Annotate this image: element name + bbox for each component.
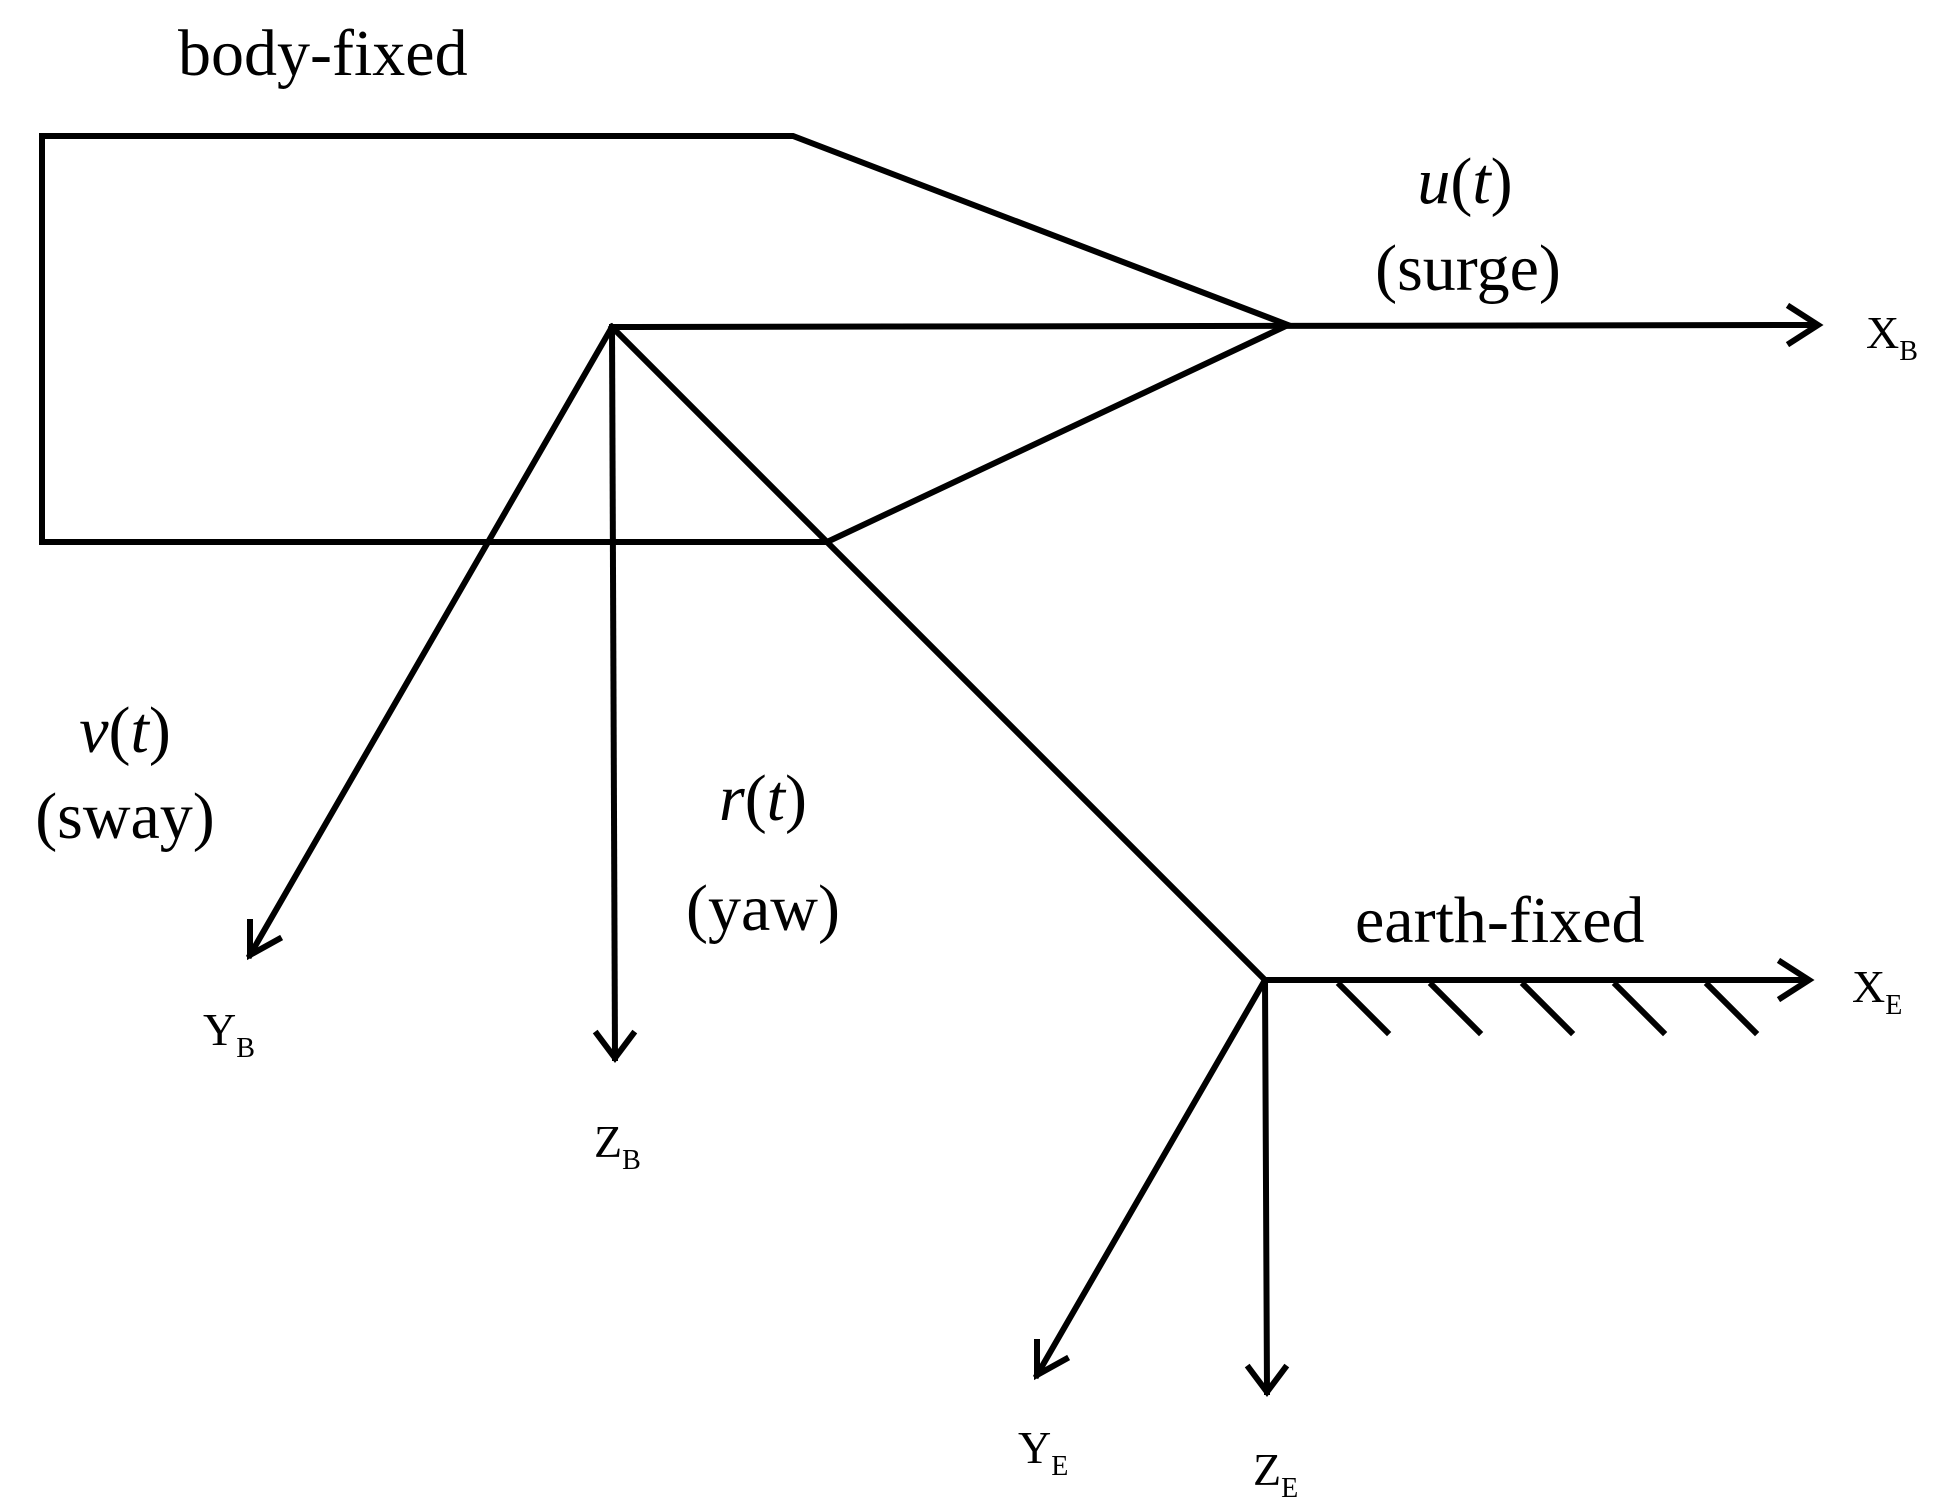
hatch-mark [1335, 980, 1392, 1037]
xb-axis-label: XB [1866, 307, 1918, 367]
ze-arrowhead [1244, 1363, 1290, 1397]
hatch-mark [1519, 980, 1576, 1037]
yb-axis-label: YB [203, 1004, 255, 1064]
vessel-hull-outline [39, 133, 1296, 545]
zb-axis-line [608, 323, 619, 1062]
zb-arrowhead [592, 1029, 638, 1063]
ye-axis-line [1032, 975, 1270, 1380]
xe-axis-label: XE [1852, 961, 1902, 1021]
zb-axis-label: ZB [594, 1116, 641, 1176]
xe-arrowhead [1776, 957, 1815, 1003]
hatch-mark [1427, 980, 1484, 1037]
xb-arrowhead [1785, 302, 1824, 348]
hatch-mark [1611, 980, 1668, 1037]
ye-arrowhead [1034, 1339, 1071, 1381]
xb-axis-line [608, 321, 1816, 331]
surge-variable: u(t) [1417, 145, 1512, 218]
yb-arrowhead [247, 919, 284, 961]
ze-axis-line [1261, 976, 1271, 1396]
ze-axis-label: ZE [1253, 1444, 1298, 1504]
ground-hatching [1335, 980, 1760, 1037]
earth-fixed-title: earth-fixed [1355, 884, 1645, 957]
body-fixed-title: body-fixed [178, 17, 468, 90]
ye-axis-label: YE [1018, 1422, 1068, 1482]
body-to-earth-link-line [607, 322, 1270, 985]
sway-variable: v(t) [79, 694, 171, 767]
yaw-label: (yaw) [686, 872, 840, 945]
surge-label: (surge) [1375, 232, 1561, 305]
yaw-variable: r(t) [719, 762, 807, 835]
hatch-mark [1703, 980, 1760, 1037]
yb-axis-line [245, 322, 617, 960]
sway-label: (sway) [35, 780, 215, 853]
